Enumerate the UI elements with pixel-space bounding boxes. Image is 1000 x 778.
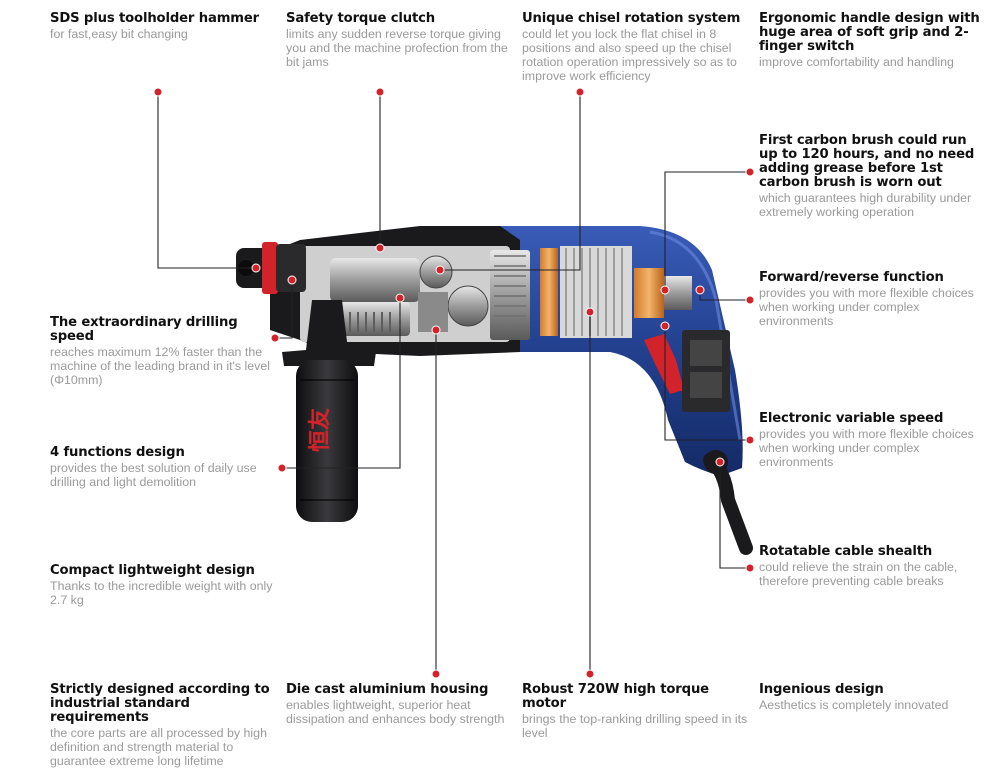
brand-logo: 恒友 <box>307 408 333 452</box>
feature-desc: enables lightweight, superior heat dissi… <box>286 698 505 726</box>
feature-desc: which guarantees high durability under e… <box>759 191 972 219</box>
feature-chisel: Unique chisel rotation system could let … <box>522 11 748 84</box>
feature-desc: provides you with more flexible choices … <box>759 286 974 328</box>
callout-variable <box>660 321 755 445</box>
feature-motor: Robust 720W high torque motor brings the… <box>522 682 748 741</box>
feature-desc: could let you lock the flat chisel in 8 … <box>522 27 737 83</box>
feature-desc: Aesthetics is completely innovated <box>759 698 949 712</box>
feature-title: Robust 720W high torque motor <box>522 682 709 711</box>
feature-title: First carbon brush could run up to 120 h… <box>759 133 975 190</box>
feature-handle: Ergonomic handle design with huge area o… <box>759 11 984 70</box>
feature-title: The extraordinary drilling speed <box>50 315 238 344</box>
feature-compact: Compact lightweight design Thanks to the… <box>50 563 275 608</box>
feature-desc: the core parts are all processed by high… <box>50 726 267 768</box>
callout-brush <box>660 167 755 295</box>
motor <box>540 246 692 338</box>
feature-speed: The extraordinary drilling speed reaches… <box>50 315 275 388</box>
feature-desc: improve comfortability and handling <box>759 55 954 69</box>
feature-functions: 4 functions design provides the best sol… <box>50 445 275 490</box>
callout-sds <box>153 87 261 273</box>
feature-desc: limits any sudden reverse torque giving … <box>286 27 508 69</box>
feature-reverse: Forward/reverse function provides you wi… <box>759 270 984 329</box>
feature-title: Rotatable cable shealth <box>759 544 933 559</box>
feature-title: Unique chisel rotation system <box>522 11 741 26</box>
feature-sds: SDS plus toolholder hammer for fast,easy… <box>50 11 270 42</box>
feature-variable: Electronic variable speed provides you w… <box>759 411 984 470</box>
feature-standard: Strictly designed according to industria… <box>50 682 275 769</box>
feature-housing: Die cast aluminium housing enables light… <box>286 682 508 727</box>
callout-clutch <box>375 87 385 253</box>
feature-cable: Rotatable cable shealth could relieve th… <box>759 544 984 589</box>
feature-desc: for fast,easy bit changing <box>50 27 188 41</box>
feature-desc: could relieve the strain on the cable, t… <box>759 560 958 588</box>
internal-mechanism <box>330 250 530 340</box>
callout-motor <box>585 307 595 679</box>
callout-cable <box>715 457 755 573</box>
side-handle: 恒友 <box>282 300 376 522</box>
callout-speed <box>270 275 297 343</box>
feature-title: SDS plus toolholder hammer <box>50 11 260 26</box>
feature-design: Ingenious design Aesthetics is completel… <box>759 682 984 713</box>
callout-chisel <box>435 87 585 275</box>
feature-desc: provides the best solution of daily use … <box>50 461 257 489</box>
feature-title: Electronic variable speed <box>759 411 944 426</box>
callout-housing <box>431 325 441 679</box>
feature-desc: reaches maximum 12% faster than the mach… <box>50 345 271 387</box>
feature-title: Ergonomic handle design with huge area o… <box>759 11 980 54</box>
trigger <box>644 330 730 412</box>
feature-brush: First carbon brush could run up to 120 h… <box>759 133 984 220</box>
feature-desc: Thanks to the incredible weight with onl… <box>50 579 273 607</box>
feature-title: Die cast aluminium housing <box>286 682 489 697</box>
feature-title: Forward/reverse function <box>759 270 944 285</box>
feature-title: Ingenious design <box>759 682 884 697</box>
callout-functions <box>277 293 405 473</box>
feature-title: Safety torque clutch <box>286 11 436 26</box>
feature-clutch: Safety torque clutch limits any sudden r… <box>286 11 508 70</box>
feature-title: Compact lightweight design <box>50 563 255 578</box>
feature-desc: provides you with more flexible choices … <box>759 427 974 469</box>
callout-reverse <box>695 285 755 305</box>
feature-title: 4 functions design <box>50 445 185 460</box>
feature-desc: brings the top-ranking drilling speed in… <box>522 712 748 740</box>
feature-title: Strictly designed according to industria… <box>50 682 270 725</box>
